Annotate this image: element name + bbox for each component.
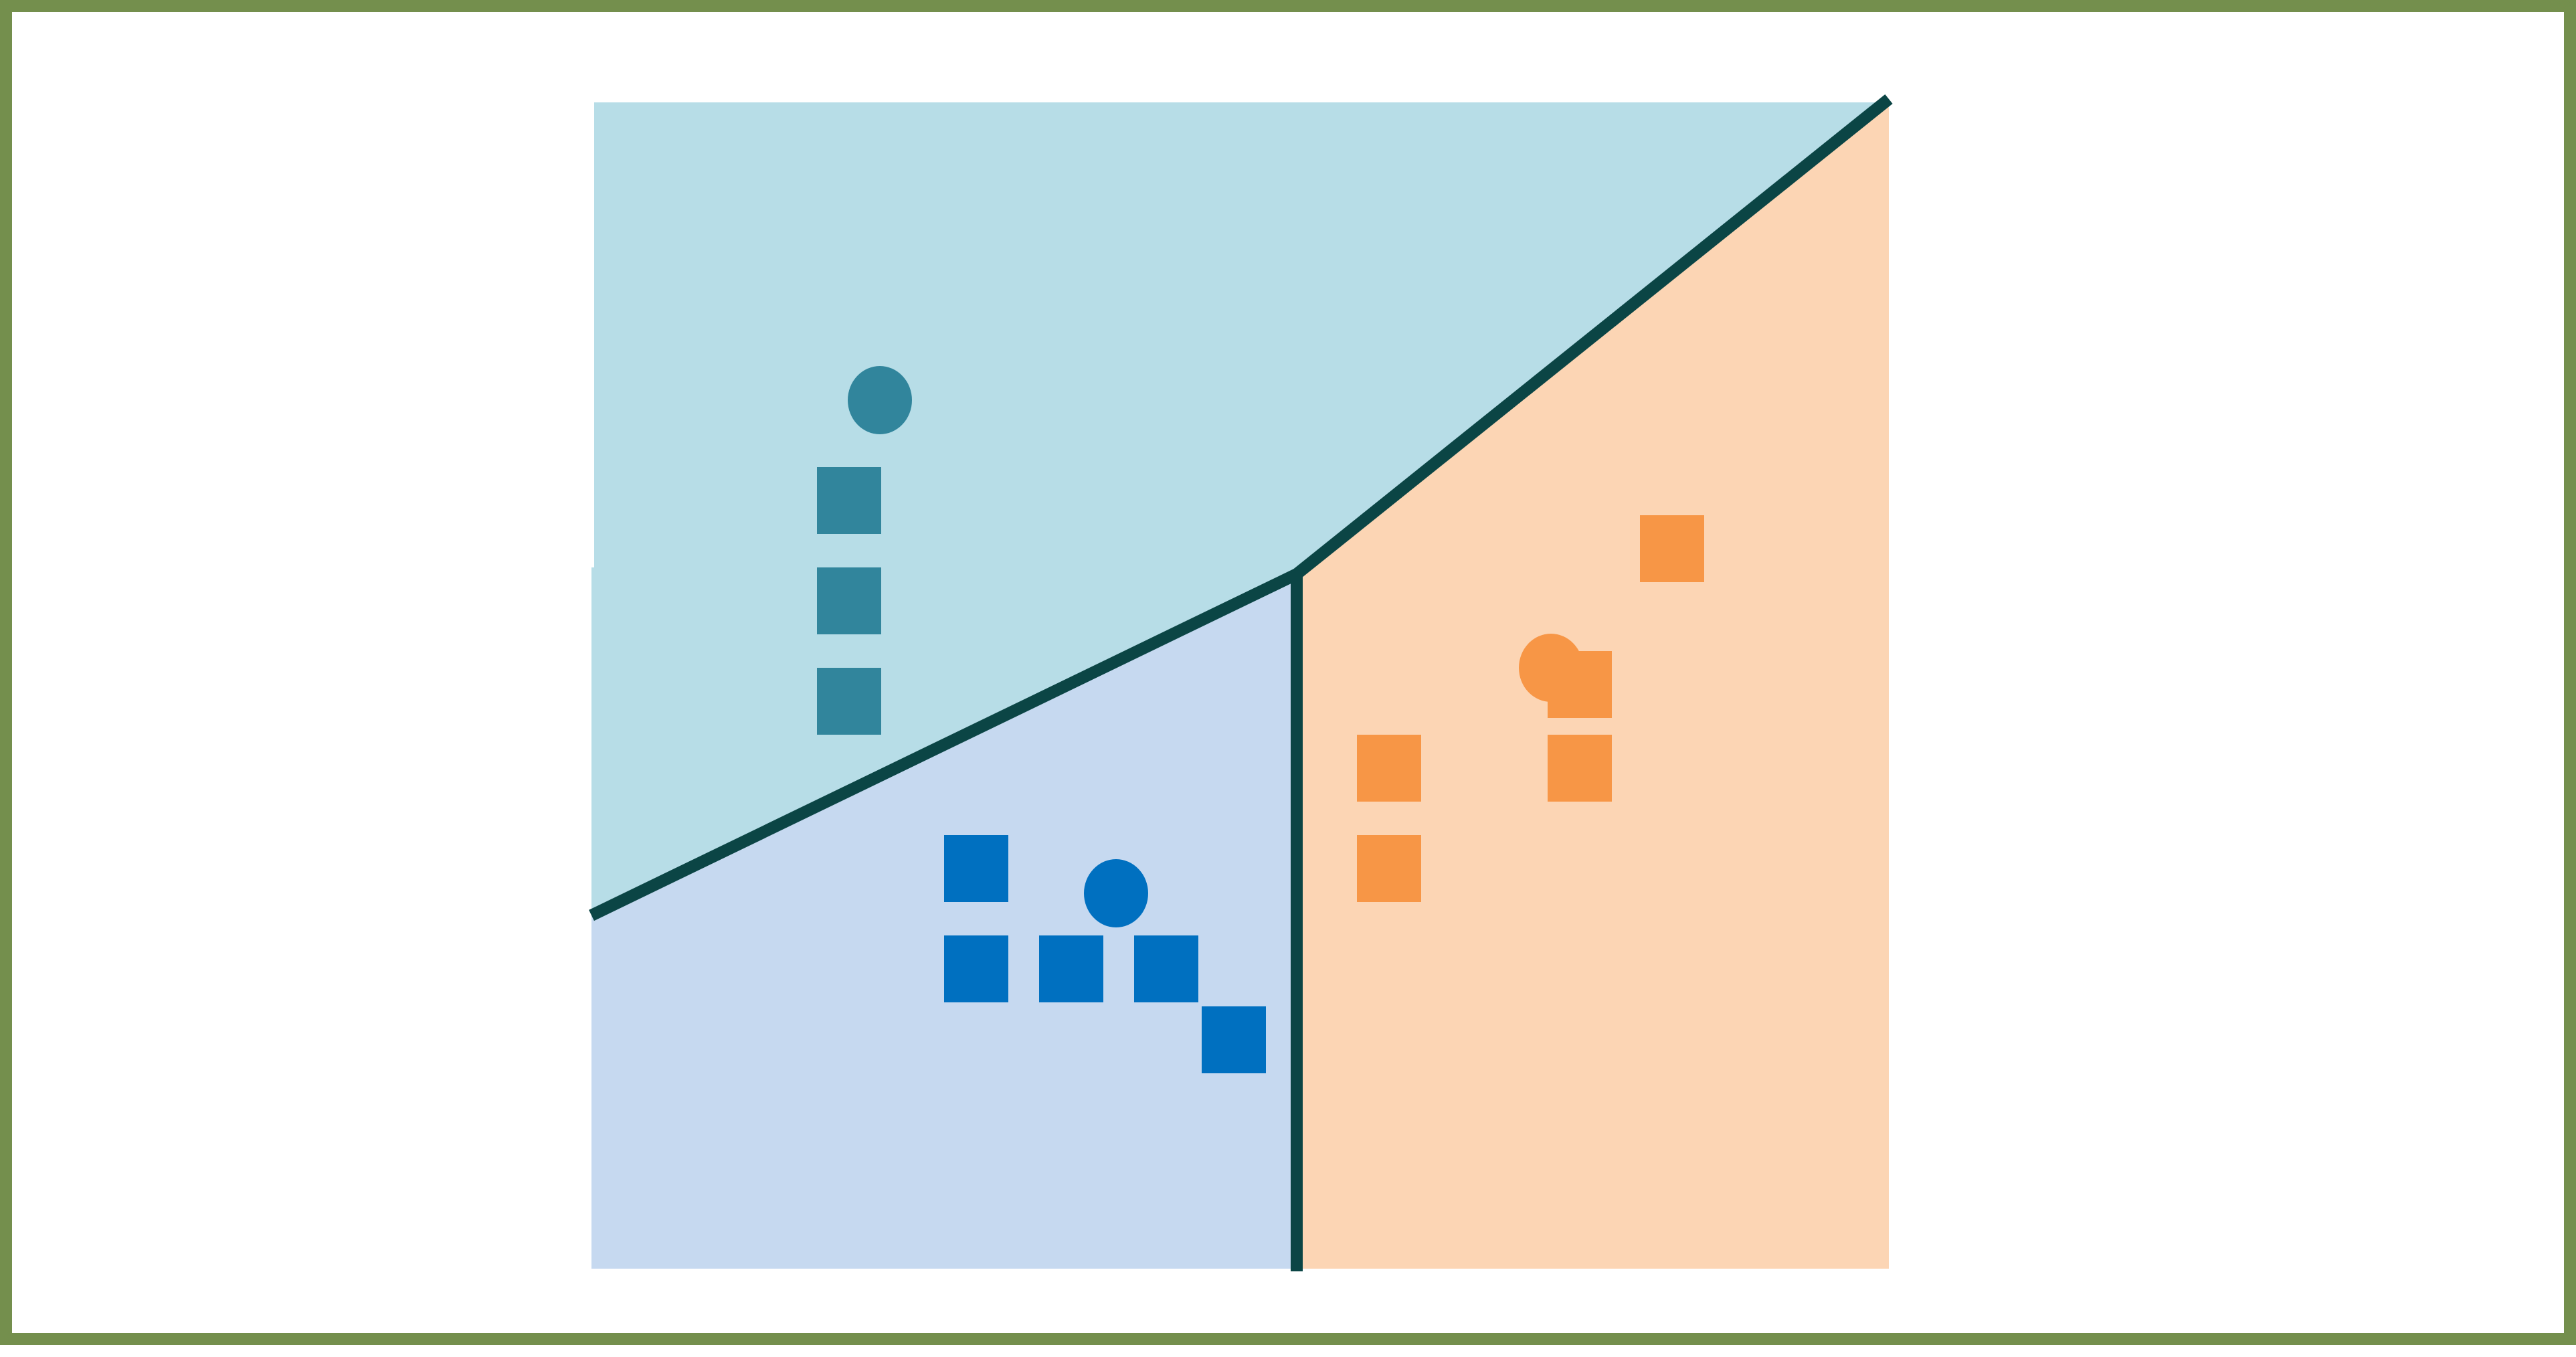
point-blue <box>944 835 1008 902</box>
region-teal <box>591 102 1889 915</box>
point-blue <box>1134 935 1198 1002</box>
point-blue <box>944 935 1008 1002</box>
point-teal <box>817 567 881 634</box>
point-orange <box>1357 835 1421 902</box>
centroid-teal <box>848 366 912 434</box>
point-orange <box>1548 735 1612 802</box>
boundary-line-right <box>1293 94 1893 579</box>
point-blue <box>1039 935 1103 1002</box>
point-teal <box>817 467 881 534</box>
point-orange <box>1357 735 1421 802</box>
boundary-line-left <box>589 568 1299 921</box>
point-orange <box>1548 651 1612 718</box>
point-teal <box>817 668 881 735</box>
point-orange <box>1640 515 1704 582</box>
point-blue <box>1202 1006 1266 1073</box>
centroid-blue <box>1084 859 1148 927</box>
region-blue <box>591 574 1297 1269</box>
voronoi-diagram <box>589 94 1893 1271</box>
